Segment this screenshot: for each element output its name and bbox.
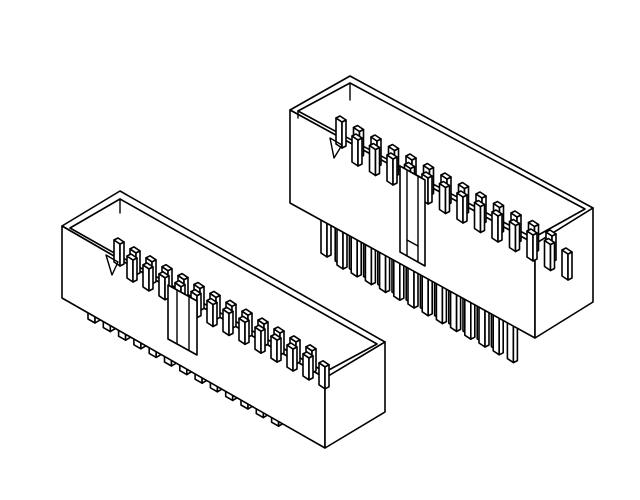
pin — [270, 333, 282, 363]
pin — [286, 342, 298, 372]
pin — [142, 262, 154, 292]
pin — [238, 315, 250, 346]
smt-box-header — [61, 190, 386, 449]
pin — [126, 253, 138, 283]
pin — [351, 133, 363, 167]
through-hole-box-header — [289, 75, 594, 364]
through-hole-leg — [336, 224, 348, 270]
pin-array — [113, 237, 330, 390]
header-cavity — [297, 82, 586, 239]
pin — [222, 306, 234, 337]
polarization-key-slot — [399, 165, 426, 267]
pin — [456, 190, 468, 224]
polarization-key-slot — [167, 284, 198, 356]
pin-array — [335, 115, 573, 281]
pin — [491, 209, 503, 243]
header-body-side-face — [324, 341, 386, 449]
pin — [335, 115, 347, 149]
pin — [158, 270, 170, 301]
pin — [526, 228, 538, 262]
pin — [302, 351, 314, 381]
pin — [543, 237, 556, 272]
pin — [206, 297, 218, 328]
pin — [113, 237, 125, 267]
pin1-marker — [105, 254, 119, 276]
pin — [438, 180, 451, 215]
key-slot-floor — [406, 239, 419, 247]
pin — [561, 247, 573, 281]
pin — [368, 142, 381, 177]
through-hole-leg — [506, 317, 519, 364]
pin — [473, 199, 486, 234]
pin1-marker — [329, 137, 343, 159]
pin — [318, 359, 330, 390]
pin — [508, 218, 521, 253]
pin — [386, 152, 398, 186]
pin — [254, 324, 266, 355]
